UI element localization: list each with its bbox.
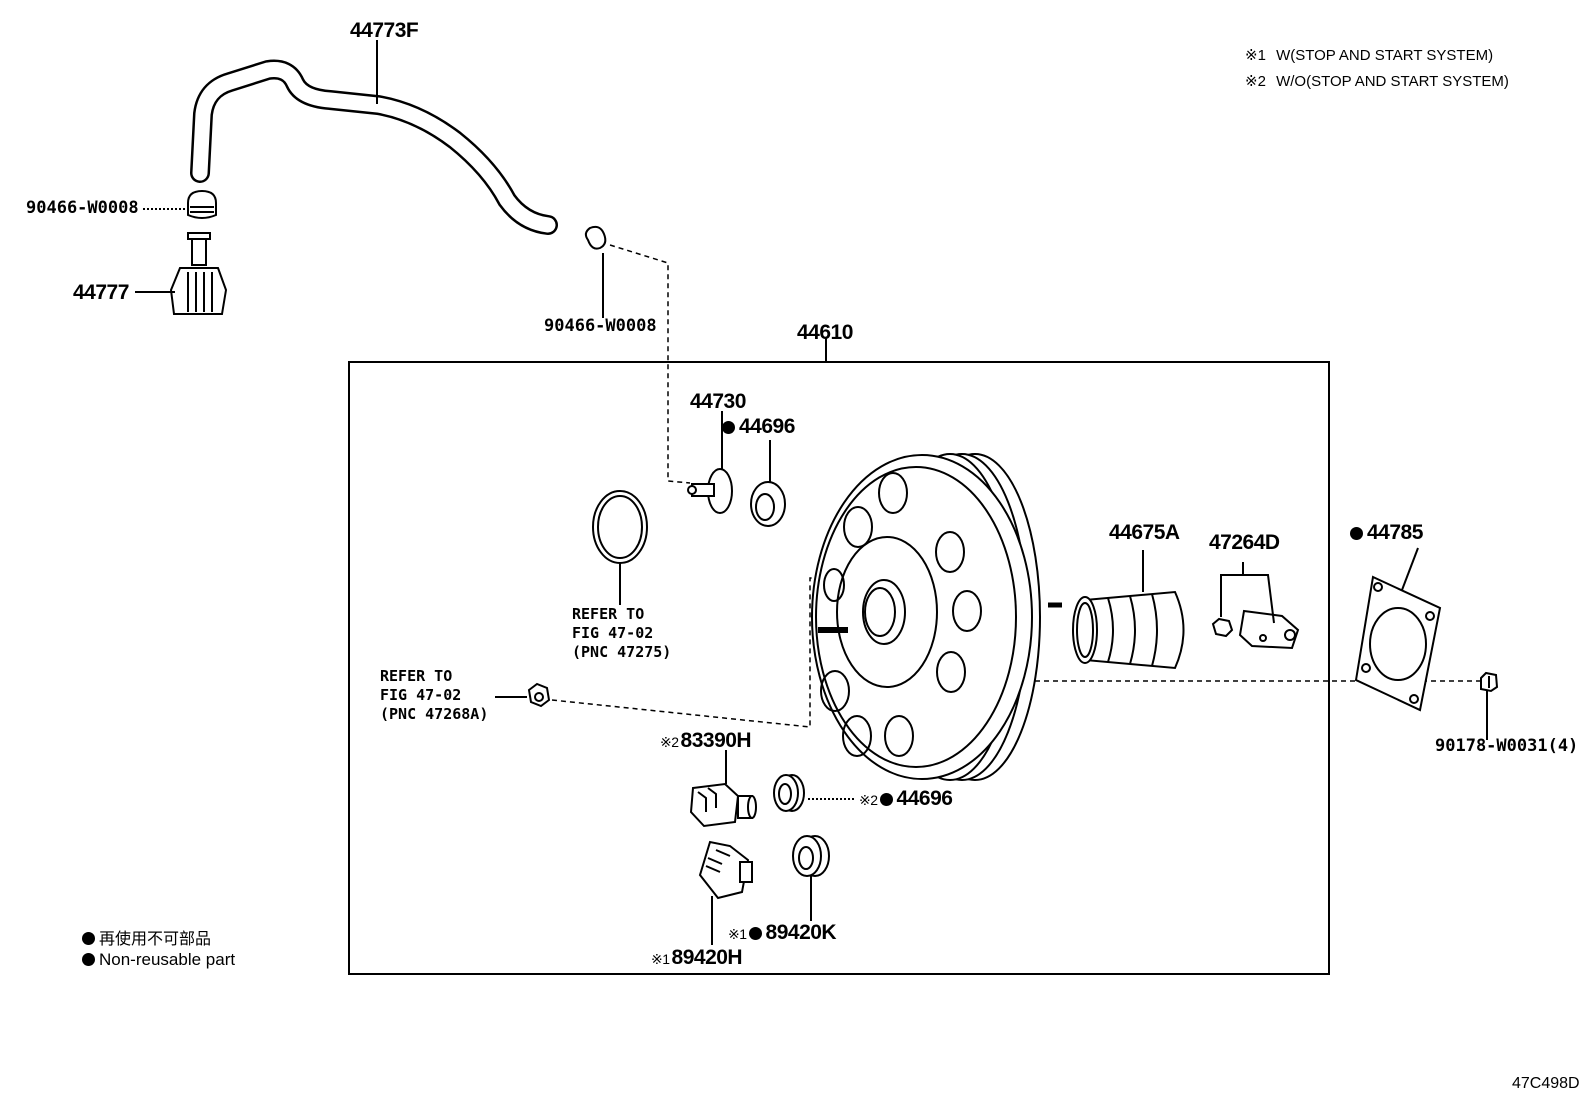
grommet-89420K — [792, 835, 830, 921]
non-reusable-dot — [879, 793, 893, 806]
nut-47268A — [495, 577, 925, 728]
figure-code: 47C498D — [1512, 1075, 1580, 1092]
label-90466-W0008-right: 90466-W0008 — [544, 316, 657, 336]
legend-jp: 再使用不可部品 — [82, 925, 211, 949]
label-44773F: 44773F — [350, 19, 419, 42]
note-1-text: W(STOP AND START SYSTEM) — [1276, 47, 1494, 64]
gasket-44785 — [1354, 547, 1442, 712]
label-90178-W0031: 90178-W0031(4) — [1435, 736, 1579, 756]
grommet-44696-top — [750, 440, 786, 527]
mark-1: ※1 — [728, 926, 747, 942]
label-44675A: 44675A — [1109, 521, 1180, 544]
label-44696-top: 44696 — [722, 416, 795, 437]
legend-en: Non-reusable part — [82, 950, 235, 970]
legend-jp-text: 再使用不可部品 — [99, 929, 212, 948]
legend-dot — [82, 932, 95, 945]
grommet-44696-lower — [773, 774, 856, 812]
mark-2: ※2 — [859, 792, 878, 808]
hose-44773F — [190, 40, 558, 235]
refer-line-1: REFER TO — [380, 667, 453, 685]
label-89420K: ※1 89420K — [728, 921, 837, 944]
label-90466-W0008-left: 90466-W0008 — [26, 198, 139, 218]
label-89420H: ※189420H — [651, 946, 743, 969]
refer-line-1: REFER TO — [572, 605, 645, 623]
label-83390H: ※283390H — [660, 729, 752, 752]
refer-note-47275: REFER TO FIG 47-02 (PNC 47275) — [572, 605, 671, 662]
refer-line-2: FIG 47-02 — [380, 686, 462, 704]
refer-note-47268A: REFER TO FIG 47-02 (PNC 47268A) — [380, 667, 488, 724]
label-44696-lower: ※2 44696 — [859, 787, 953, 810]
boot-44675A — [1072, 550, 1185, 670]
non-reusable-dot — [748, 927, 762, 940]
note-1-mark: ※1 — [1245, 47, 1266, 64]
clevis-47264D — [1211, 562, 1300, 650]
o-ring-47275 — [592, 490, 648, 605]
check-valve-44777 — [135, 232, 228, 315]
label-89420H-text: 89420H — [671, 946, 743, 969]
note-2: ※2 W/O(STOP AND START SYSTEM) — [1245, 72, 1509, 90]
label-44696-top-text: 44696 — [739, 415, 795, 438]
label-47264D: 47264D — [1209, 531, 1280, 554]
label-83390H-text: 83390H — [680, 729, 752, 752]
label-44777: 44777 — [73, 281, 129, 304]
brake-booster-44610 — [811, 453, 1480, 781]
non-reusable-dot — [722, 421, 735, 434]
note-2-text: W/O(STOP AND START SYSTEM) — [1276, 73, 1509, 90]
check-valve-44730 — [687, 411, 733, 514]
assembly-frame — [348, 361, 1330, 975]
mark-2: ※2 — [660, 734, 679, 750]
label-44696-lower-text: 44696 — [896, 787, 953, 810]
label-89420K-text: 89420K — [765, 921, 837, 944]
clamp-90466-left — [143, 189, 217, 219]
label-44730: 44730 — [690, 390, 746, 413]
sensor-83390H — [689, 750, 757, 828]
legend-en-text: Non-reusable part — [99, 950, 236, 969]
clamp-90466-right — [584, 225, 691, 484]
label-44785-text: 44785 — [1367, 521, 1423, 544]
mark-1: ※1 — [651, 951, 670, 967]
refer-line-3: (PNC 47268A) — [380, 705, 489, 723]
label-44610: 44610 — [797, 321, 853, 344]
sensor-89420H — [698, 840, 753, 945]
label-44785: 44785 — [1350, 522, 1423, 543]
legend-dot — [82, 953, 95, 966]
note-2-mark: ※2 — [1245, 73, 1266, 90]
refer-line-3: (PNC 47275) — [572, 643, 672, 661]
note-1: ※1 W(STOP AND START SYSTEM) — [1245, 46, 1493, 64]
non-reusable-dot — [1350, 527, 1363, 540]
refer-line-2: FIG 47-02 — [572, 624, 654, 642]
nut-90178-W0031 — [1480, 671, 1499, 740]
